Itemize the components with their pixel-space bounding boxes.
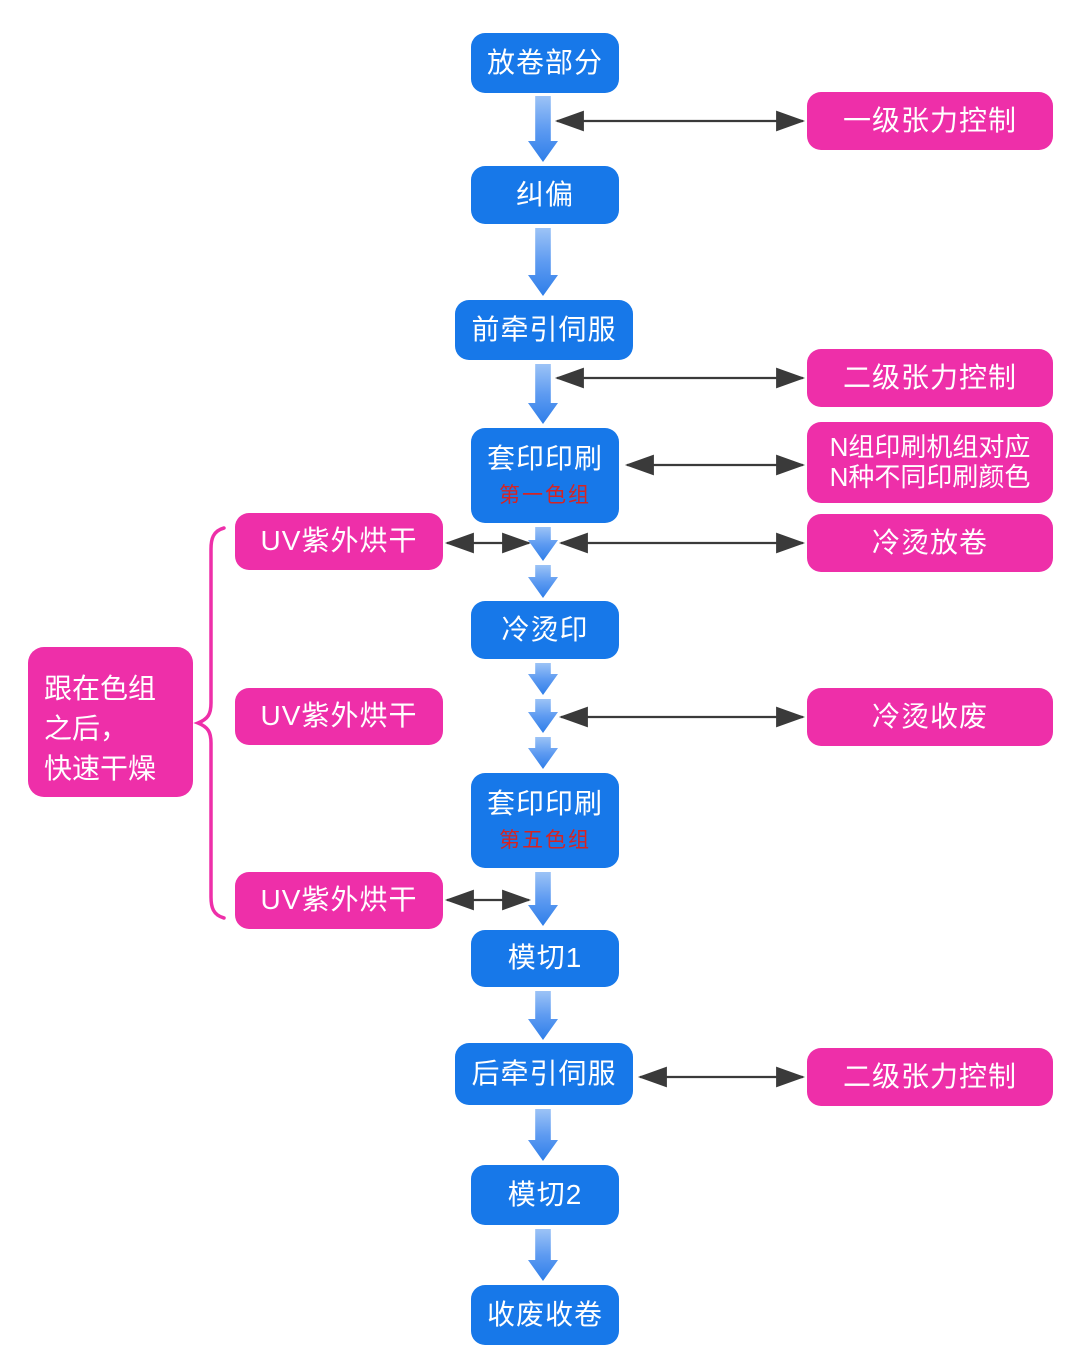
note-uv-dry-1: UV紫外烘干 xyxy=(235,513,443,570)
node-label: 纠偏 xyxy=(515,178,574,210)
node-label-line2: N种不同印刷颜色 xyxy=(829,461,1031,492)
flow-node-waste-rewind: 收废收卷 xyxy=(471,1285,619,1345)
note-brace-annotation: 跟在色组 之后， 快速干燥 xyxy=(28,647,193,797)
node-label: 冷烫印 xyxy=(501,613,589,645)
node-label: UV紫外烘干 xyxy=(260,700,418,732)
node-label-line1: N组印刷机组对应 xyxy=(829,431,1031,462)
note-line1: 跟在色组 xyxy=(44,673,157,704)
node-label: UV紫外烘干 xyxy=(260,884,418,916)
note-uv-dry-2: UV紫外烘干 xyxy=(235,688,443,745)
flow-node-cold-foil-print: 冷烫印 xyxy=(471,601,619,659)
node-label: 放卷部分 xyxy=(486,46,603,78)
node-label: UV紫外烘干 xyxy=(260,525,418,557)
flow-node-rear-traction-servo: 后牵引伺服 xyxy=(455,1043,633,1105)
node-label: 套印印刷 xyxy=(486,788,603,820)
note-cold-foil-unwind: 冷烫放卷 xyxy=(807,514,1053,572)
node-label: 冷烫放卷 xyxy=(871,526,988,558)
node-label: 二级张力控制 xyxy=(842,361,1017,393)
node-label: 套印印刷 xyxy=(486,443,603,475)
node-label: 二级张力控制 xyxy=(842,1060,1017,1092)
node-sublabel: 第一色组 xyxy=(499,483,591,507)
node-sublabel: 第五色组 xyxy=(499,828,591,852)
node-label: 模切1 xyxy=(507,942,583,974)
flow-node-correction: 纠偏 xyxy=(471,166,619,224)
note-tension-level-2-front: 二级张力控制 xyxy=(807,349,1053,407)
node-label: 模切2 xyxy=(507,1178,583,1210)
curly-brace-icon xyxy=(193,526,226,920)
note-tension-level-2-rear: 二级张力控制 xyxy=(807,1048,1053,1106)
note-line3: 快速干燥 xyxy=(44,752,157,784)
note-n-print-groups: N组印刷机组对应 N种不同印刷颜色 xyxy=(807,422,1053,503)
note-line2: 之后， xyxy=(44,712,129,744)
node-label: 前牵引伺服 xyxy=(471,313,617,345)
node-label: 一级张力控制 xyxy=(842,104,1017,136)
flow-node-die-cut-1: 模切1 xyxy=(471,930,619,987)
flow-node-overprint-fifth-group: 套印印刷 第五色组 xyxy=(471,773,619,868)
flow-node-overprint-first-group: 套印印刷 第一色组 xyxy=(471,428,619,523)
note-tension-level-1: 一级张力控制 xyxy=(807,92,1053,150)
note-cold-foil-waste: 冷烫收废 xyxy=(807,688,1053,746)
note-uv-dry-3: UV紫外烘干 xyxy=(235,872,443,929)
flow-node-front-traction-servo: 前牵引伺服 xyxy=(455,300,633,360)
flow-node-unwind: 放卷部分 xyxy=(471,33,619,93)
node-label: 冷烫收废 xyxy=(871,700,988,732)
node-label: 收废收卷 xyxy=(486,1298,603,1330)
flow-node-die-cut-2: 模切2 xyxy=(471,1165,619,1225)
node-label: 后牵引伺服 xyxy=(471,1057,617,1089)
